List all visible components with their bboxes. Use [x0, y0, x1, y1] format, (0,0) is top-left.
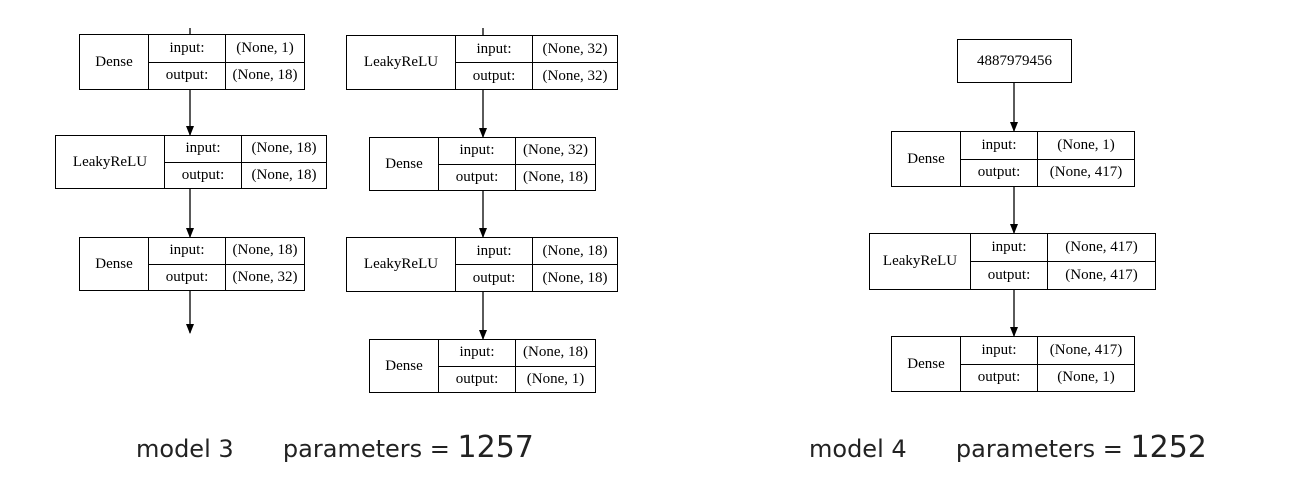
output-label: output: — [455, 168, 499, 185]
io-labels: input: output: — [149, 35, 226, 89]
input-shape: (None, 1) — [1038, 132, 1134, 160]
output-label: output: — [165, 67, 209, 84]
shape-values: (None, 32) (None, 18) — [516, 138, 595, 190]
layer-name: LeakyReLU — [347, 238, 456, 291]
layer-name: LeakyReLU — [56, 136, 165, 188]
model-4-name: model 4 — [809, 435, 907, 463]
io-labels: input: output: — [456, 36, 533, 89]
layer-name: Dense — [892, 337, 961, 391]
model-4-params-label: parameters = — [955, 435, 1123, 463]
shape-values: (None, 417) (None, 1) — [1038, 337, 1134, 391]
model-4-params-value: 1252 — [1130, 430, 1207, 465]
shape-values: (None, 18) (None, 18) — [533, 238, 617, 291]
input-label: input: — [165, 136, 241, 163]
shape-values: (None, 18) (None, 32) — [226, 238, 304, 290]
input-shape: (None, 32) — [516, 138, 595, 165]
io-labels: input: output: — [961, 132, 1038, 186]
io-labels: input: output: — [971, 234, 1048, 289]
input-label: input: — [456, 238, 532, 265]
input-label: input: — [456, 36, 532, 63]
input-label: input: — [439, 340, 515, 367]
input-label: input: — [961, 132, 1037, 160]
layer-name: Dense — [370, 138, 439, 190]
input-shape: (None, 18) — [516, 340, 595, 367]
output-shape: (None, 417) — [1065, 267, 1138, 283]
input-shape: (None, 18) — [533, 238, 617, 265]
shape-values: (None, 1) (None, 417) — [1038, 132, 1134, 186]
output-shape: (None, 32) — [232, 268, 298, 285]
io-labels: input: output: — [149, 238, 226, 290]
input-node: 4887979456 — [957, 39, 1072, 83]
shape-values: (None, 18) (None, 1) — [516, 340, 595, 392]
io-labels: input: output: — [165, 136, 242, 188]
io-labels: input: output: — [961, 337, 1038, 391]
input-label: input: — [149, 238, 225, 265]
output-shape: (None, 18) — [523, 168, 588, 185]
input-shape: (None, 18) — [226, 238, 304, 265]
layer-name: LeakyReLU — [347, 36, 456, 89]
output-label: output: — [977, 164, 1021, 181]
shape-values: (None, 18) (None, 18) — [242, 136, 326, 188]
output-label: output: — [472, 269, 516, 286]
layer-name: Dense — [80, 238, 149, 290]
output-shape: (None, 1) — [526, 370, 585, 387]
model-3-caption: model 3 parameters = 1257 — [136, 430, 534, 465]
output-shape: (None, 18) — [251, 166, 317, 183]
output-label: output: — [165, 268, 209, 285]
layer-name: Dense — [892, 132, 961, 186]
model-3-params-label: parameters = — [282, 435, 450, 463]
model-4-caption: model 4 parameters = 1252 — [809, 430, 1207, 465]
output-label: output: — [987, 267, 1031, 283]
input-label: input: — [439, 138, 515, 165]
output-shape: (None, 18) — [232, 67, 298, 84]
output-label: output: — [181, 166, 225, 183]
layer-name: LeakyReLU — [870, 234, 971, 289]
output-shape: (None, 18) — [542, 269, 608, 286]
io-labels: input: output: — [439, 138, 516, 190]
shape-values: (None, 417) (None, 417) — [1048, 234, 1155, 289]
input-label: input: — [961, 337, 1037, 365]
output-shape: (None, 417) — [1049, 164, 1123, 181]
shape-values: (None, 32) (None, 32) — [533, 36, 617, 89]
io-labels: input: output: — [439, 340, 516, 392]
output-label: output: — [472, 67, 516, 84]
input-shape: (None, 417) — [1048, 234, 1155, 262]
input-shape: (None, 417) — [1038, 337, 1134, 365]
shape-values: (None, 1) (None, 18) — [226, 35, 304, 89]
input-shape: (None, 1) — [226, 35, 304, 63]
input-shape: (None, 18) — [242, 136, 326, 163]
model-3-name: model 3 — [136, 435, 234, 463]
output-label: output: — [455, 370, 499, 387]
input-label: input: — [971, 234, 1047, 262]
input-shape: (None, 32) — [533, 36, 617, 63]
input-label: input: — [149, 35, 225, 63]
output-shape: (None, 32) — [542, 67, 608, 84]
layer-name: Dense — [370, 340, 439, 392]
output-shape: (None, 1) — [1057, 369, 1115, 386]
io-labels: input: output: — [456, 238, 533, 291]
model-3-params-value: 1257 — [457, 430, 534, 465]
layer-name: Dense — [80, 35, 149, 89]
output-label: output: — [977, 369, 1021, 386]
